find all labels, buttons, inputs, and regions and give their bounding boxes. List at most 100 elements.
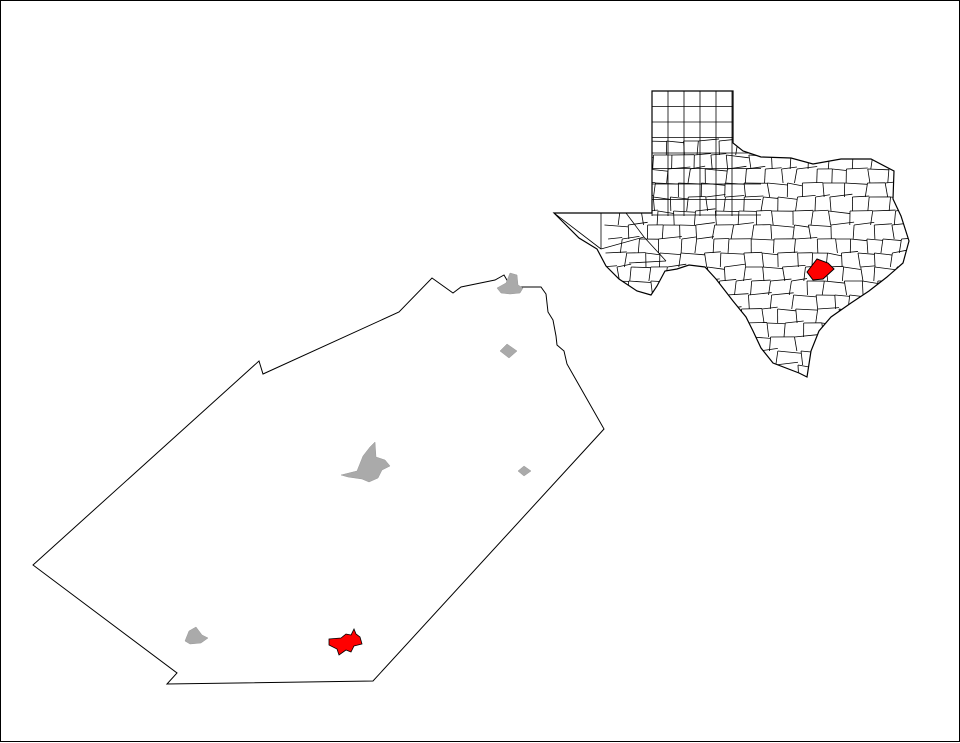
county-boundary <box>902 379 904 393</box>
county-boundary <box>606 139 626 141</box>
county-boundary <box>714 335 728 337</box>
county-boundary <box>798 139 815 141</box>
county-boundary <box>910 141 928 143</box>
county-boundary <box>687 281 689 295</box>
county-boundary <box>908 253 909 267</box>
county-boundary <box>865 295 866 309</box>
county-boundary <box>635 351 636 365</box>
county-boundary <box>647 169 648 183</box>
county-boundary <box>692 309 694 323</box>
county-boundary <box>843 323 865 326</box>
county-boundary <box>911 197 913 211</box>
county-boundary <box>609 376 624 379</box>
county-boundary <box>640 323 641 337</box>
county-boundary <box>632 169 648 170</box>
county-boundary <box>723 379 724 393</box>
county-boundary <box>879 295 880 309</box>
county-boundary <box>644 141 667 142</box>
county-boundary <box>663 379 664 393</box>
county-boundary <box>883 308 897 309</box>
county-map <box>33 273 604 684</box>
county-boundary <box>619 154 633 155</box>
county-boundary <box>771 152 791 155</box>
county-boundary <box>741 351 742 365</box>
county-boundary <box>862 379 864 393</box>
county-boundary <box>913 267 914 281</box>
county-boundary <box>906 181 922 183</box>
county-boundary <box>654 349 677 351</box>
county-boundary <box>864 323 866 337</box>
county-boundary <box>832 376 847 379</box>
county-boundary <box>654 351 655 365</box>
county-boundary <box>641 309 658 310</box>
county-boundary <box>739 379 758 381</box>
county-boundary <box>912 225 913 239</box>
county-boundary <box>928 253 930 267</box>
county-boundary <box>610 365 633 367</box>
county-boundary <box>761 141 779 144</box>
county-boundary <box>890 337 891 351</box>
county-boundary <box>833 139 850 141</box>
county-boundary <box>882 365 902 367</box>
county-boundary <box>897 267 898 281</box>
county-boundary <box>703 365 704 379</box>
county-boundary <box>889 166 907 169</box>
county-boundary <box>895 323 919 325</box>
county-boundary <box>684 323 685 337</box>
county-boundary <box>910 141 911 155</box>
county-boundary <box>791 379 814 381</box>
county-boundary <box>604 183 618 184</box>
county-boundary <box>667 295 668 309</box>
county-boundary <box>812 379 814 393</box>
county-boundary <box>701 379 703 393</box>
county-boundary <box>703 365 719 368</box>
county-boundary <box>720 349 741 351</box>
county-boundary <box>645 379 646 393</box>
county-boundary <box>697 337 698 351</box>
county-boundary <box>859 337 861 351</box>
county-boundary <box>741 351 760 354</box>
county-boundary <box>604 197 618 200</box>
county-boundary <box>703 295 705 309</box>
county-boundary <box>679 379 702 382</box>
county-boundary <box>663 365 665 379</box>
county-boundary <box>674 309 675 323</box>
county-boundary <box>908 337 909 351</box>
county-boundary <box>864 377 881 379</box>
county-boundary <box>894 323 895 337</box>
county-boundary <box>703 294 727 295</box>
county-boundary <box>791 153 809 155</box>
county-boundary <box>877 337 892 339</box>
county-boundary <box>632 365 633 379</box>
county-boundary <box>760 351 762 365</box>
county-boundary <box>814 365 835 367</box>
county-boundary <box>721 309 723 323</box>
county-boundary <box>619 323 639 324</box>
county-boundary <box>700 349 720 351</box>
county-boundary <box>851 140 869 141</box>
county-boundary <box>718 365 719 379</box>
county-boundary <box>617 155 619 169</box>
county-boundary <box>851 141 852 155</box>
county-boundary <box>631 197 633 211</box>
county-boundary <box>818 337 819 351</box>
county-boundary <box>620 211 641 212</box>
county-boundary <box>744 323 745 337</box>
county-boundary <box>741 365 742 379</box>
county-boundary <box>819 349 835 351</box>
county-boundary <box>758 365 775 366</box>
county-boundary <box>627 295 649 297</box>
county-outline <box>33 275 604 684</box>
county-boundary <box>809 155 830 156</box>
county-boundary <box>724 295 726 309</box>
county-boundary <box>662 337 681 338</box>
county-boundary <box>875 337 876 351</box>
county-boundary <box>808 155 809 169</box>
county-boundary <box>719 362 742 365</box>
county-boundary <box>928 337 930 351</box>
county-boundary <box>859 307 882 309</box>
county-boundary <box>917 239 919 253</box>
county-boundary <box>829 152 853 155</box>
county-boundary <box>649 295 650 309</box>
